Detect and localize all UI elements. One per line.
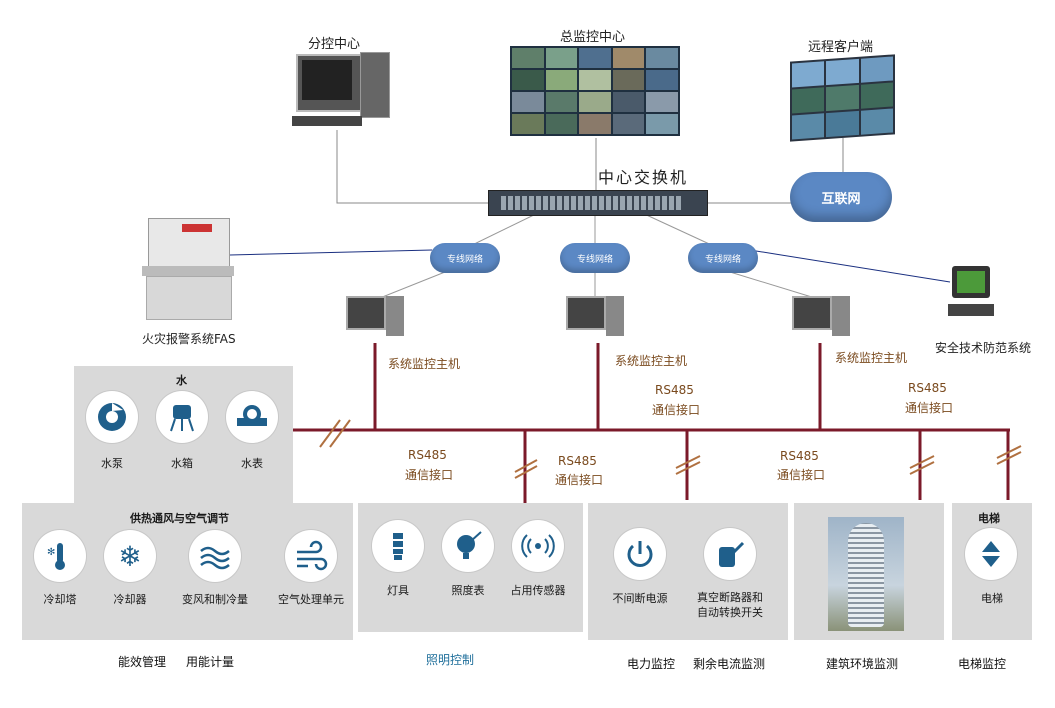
lighting-item-label: 灯具 [387,584,409,597]
remote-client-label: 远程客户端 [808,40,874,55]
residual-current-label: 剩余电流监测 [693,657,766,671]
elevator-monitor-label: 电梯监控 [958,657,1007,671]
breaker-switch-icon [704,528,756,580]
water-item-label: 水泵 [101,457,123,470]
energy-mgmt-label: 能效管理 [118,655,167,669]
internet-cloud: 互联网 [790,172,892,222]
fire-alarm-label: 火灾报警系统FAS [142,332,236,346]
rs485-label: RS485 [558,454,597,468]
comm-port-label: 通信接口 [777,468,826,482]
water-tank-icon [156,391,208,443]
power-monitor-label: 电力监控 [627,657,676,671]
core-switch [488,190,708,216]
light-meter-icon [442,520,494,572]
rs485-label: RS485 [780,449,819,463]
dedicated-net-label: 专线网络 [704,254,741,265]
water-item-label: 水箱 [171,457,193,470]
svg-text:✻: ✻ [47,547,55,558]
rs485-label: RS485 [655,383,694,397]
lighting-item-label: 占用传感器 [510,584,566,597]
dedicated-net-label: 专线网络 [446,254,483,265]
chiller-icon: ❄ [104,530,156,582]
airflow-icon [189,530,241,582]
host-label-2: 系统监控主机 [615,354,688,368]
lighting-item-label: 照度表 [451,584,485,597]
svg-text:❄: ❄ [118,540,141,573]
water-meter-icon [226,391,278,443]
air-handler-icon [285,530,337,582]
power-icon [614,528,666,580]
hvac-item-label: 冷却塔 [43,593,77,606]
fire-alarm-cabinet [142,218,234,320]
lamp-icon [372,520,424,572]
dedicated-net-label: 专线网络 [576,254,613,265]
occupancy-sensor-icon [512,520,564,572]
internet-label: 互联网 [821,191,861,207]
branch-center-computer [292,52,392,132]
comm-port-label: 通信接口 [555,473,604,487]
host-computer-3 [792,296,852,340]
rs485-label: RS485 [408,448,447,462]
comm-port-label: 通信接口 [405,468,454,482]
security-terminal [948,266,994,322]
cooling-tower-icon: ✻ [34,530,86,582]
dedicated-net-cloud-2: 专线网络 [560,243,630,273]
elevator-icon [965,528,1017,580]
pump-icon [86,391,138,443]
comm-port-label: 通信接口 [905,401,954,415]
host-label-1: 系统监控主机 [388,357,461,371]
dedicated-net-cloud-1: 专线网络 [430,243,500,273]
host-computer-1 [346,296,406,340]
remote-client-screens [790,54,895,142]
core-switch-label: 中心交换机 [598,168,689,187]
building-env-label: 建筑环境监测 [826,657,899,671]
water-title: 水 [176,374,187,387]
elevator-item-label: 电梯 [981,592,1003,605]
security-label: 安全技术防范系统 [935,341,1032,355]
hvac-item-label: 变风和制冷量 [182,593,248,606]
elevator-title: 电梯 [978,512,1000,525]
hvac-title: 供热通风与空气调节 [130,512,229,525]
comm-port-label: 通信接口 [652,403,701,417]
branch-center-label: 分控中心 [308,37,361,52]
lighting-control-label: 照明控制 [426,653,475,667]
building-photo [828,517,904,631]
host-computer-2 [566,296,626,340]
rs485-label: RS485 [908,381,947,395]
energy-meter-label: 用能计量 [186,655,235,669]
power-item-label: 真空断路器和 自动转换开关 [697,591,763,619]
water-item-label: 水表 [241,457,263,470]
hvac-item-label: 冷却器 [113,593,147,606]
dedicated-net-cloud-3: 专线网络 [688,243,758,273]
host-label-3: 系统监控主机 [835,351,908,365]
main-center-label: 总监控中心 [560,30,626,45]
power-item-label: 不间断电源 [612,592,668,605]
video-wall [510,46,680,136]
hvac-item-label: 空气处理单元 [278,593,344,606]
